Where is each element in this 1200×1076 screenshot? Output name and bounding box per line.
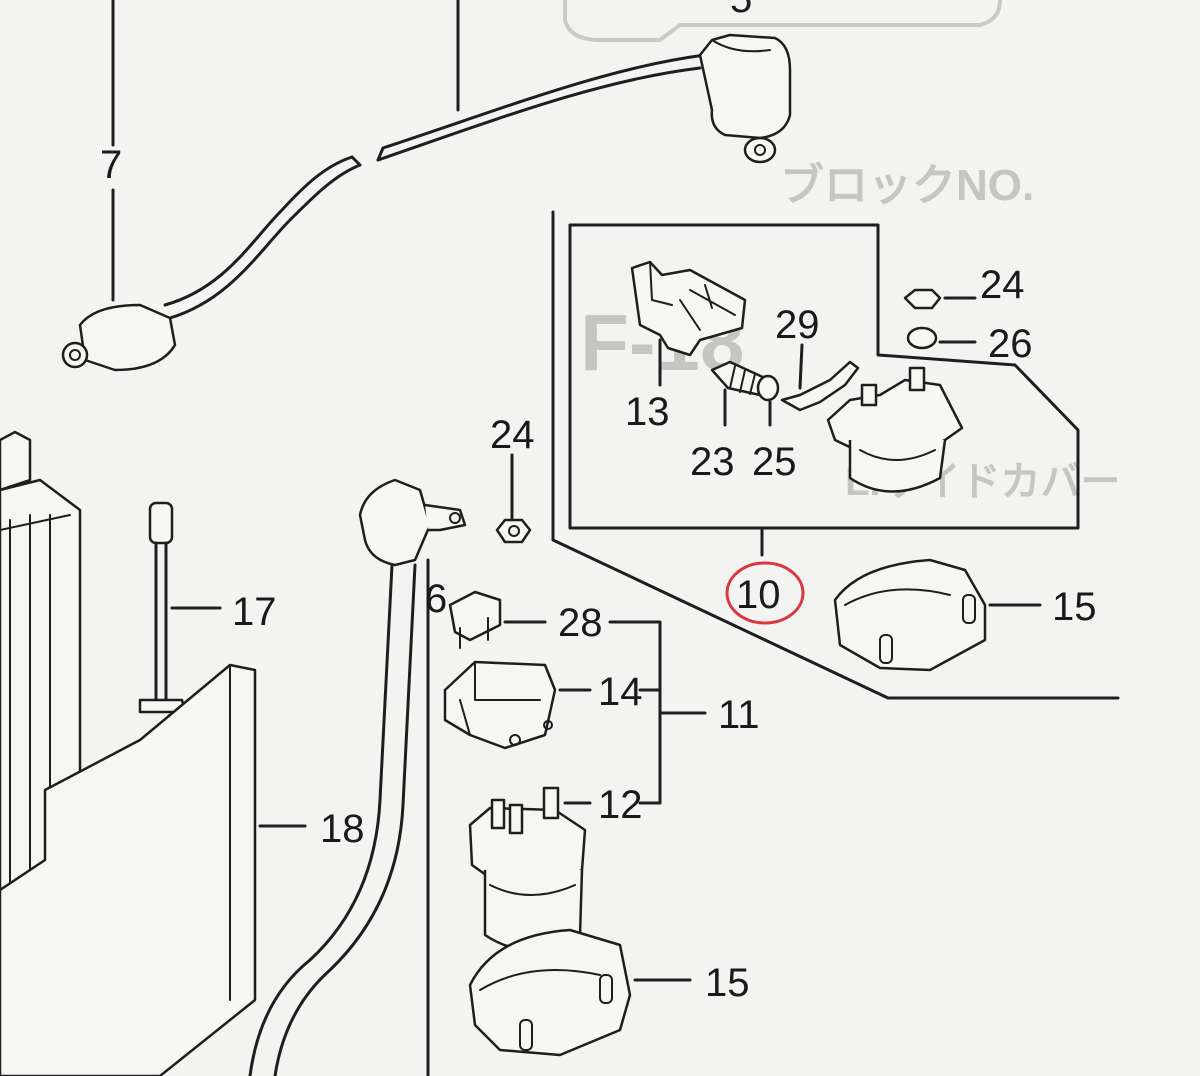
vent-tube-part-17	[138, 501, 222, 714]
rubber-mount-part-15-lower	[468, 928, 692, 1057]
callout-15-upper: 15	[1052, 585, 1097, 629]
callout-7: 7	[100, 143, 122, 187]
highlight-circle	[725, 561, 805, 625]
starter-cable-part-6	[248, 478, 467, 1076]
callout-23: 23	[690, 440, 735, 484]
callout-28: 28	[558, 601, 603, 645]
bracket-group-11	[608, 620, 707, 805]
callout-11: 11	[718, 693, 760, 737]
callout-25: 25	[752, 440, 797, 484]
bracket-part-13	[630, 260, 747, 387]
nut-part-24	[903, 288, 977, 310]
terminal-plate-part-29	[780, 343, 860, 412]
ghost-block-no: ブロックNO.	[780, 160, 1034, 210]
fuse-part-28	[448, 590, 547, 649]
starter-relay-assembly	[826, 366, 964, 493]
callout-14: 14	[598, 670, 643, 714]
callouts: 5 7 24 26 29 13 23 25 24 17 6 28 14 11 1…	[100, 0, 1097, 1005]
nut-part-24-lower	[495, 453, 532, 544]
washer-part-25	[756, 374, 780, 427]
callout-24-lower: 24	[490, 413, 535, 457]
callout-15-lower: 15	[705, 961, 750, 1005]
callout-29: 29	[775, 303, 820, 347]
rubber-mount-part-15-upper	[833, 558, 1042, 672]
callout-12: 12	[598, 783, 643, 827]
callout-17: 17	[232, 590, 277, 634]
battery-cover-part-18	[0, 663, 307, 1076]
callout-24-top: 24	[980, 263, 1025, 307]
battery-cable-part	[61, 33, 792, 372]
callout-10: 10	[736, 573, 781, 617]
callout-5: 5	[730, 0, 752, 21]
bolt-part-23	[710, 360, 767, 427]
washer-part-26	[906, 326, 977, 350]
callout-26: 26	[988, 322, 1033, 366]
fuse-holder-part-14	[443, 660, 592, 750]
group-outline-10	[551, 210, 1120, 700]
starter-relay-part-12	[468, 786, 592, 952]
callout-13: 13	[625, 390, 670, 434]
callout-6: 6	[425, 577, 447, 621]
callout-18: 18	[320, 807, 365, 851]
